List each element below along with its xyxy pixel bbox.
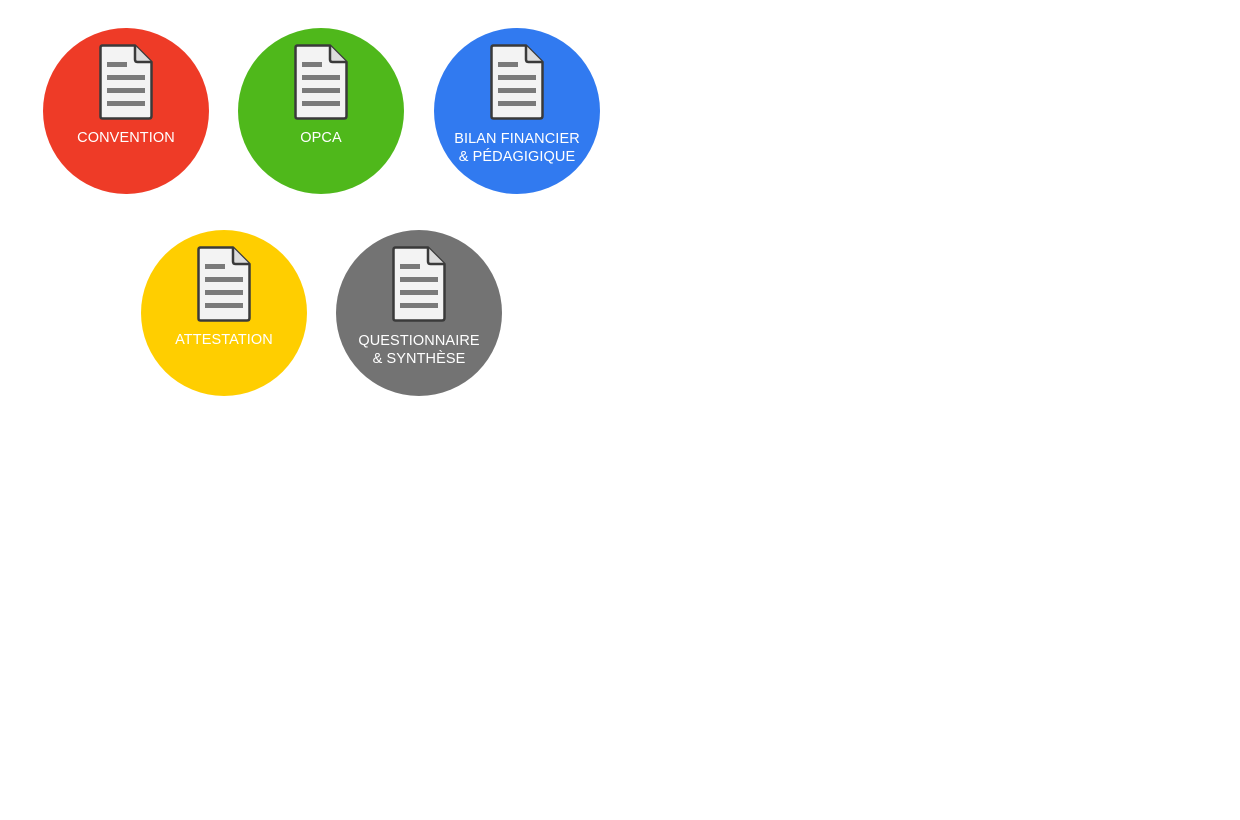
bilan-financier-button[interactable]: BILAN FINANCIER & PÉDAGIGIQUE: [434, 28, 600, 194]
opca-button[interactable]: OPCA: [238, 28, 404, 194]
label-line-1: BILAN FINANCIER: [454, 131, 580, 147]
label-line-1: OPCA: [300, 130, 342, 146]
document-icon: [294, 44, 348, 120]
label-line-1: ATTESTATION: [175, 332, 273, 348]
document-icon: [392, 246, 446, 322]
label-line-1: QUESTIONNAIRE: [358, 333, 480, 349]
document-icon: [490, 44, 544, 120]
convention-label: CONVENTION: [43, 129, 209, 147]
label-line-2: & PÉDAGIGIQUE: [458, 149, 576, 165]
document-icon: [197, 246, 251, 322]
opca-label: OPCA: [238, 129, 404, 147]
label-line-1: CONVENTION: [77, 130, 175, 146]
label-line-2: & SYNTHÈSE: [372, 351, 466, 367]
questionnaire-button[interactable]: QUESTIONNAIRE & SYNTHÈSE: [336, 230, 502, 396]
bilan-financier-label: BILAN FINANCIER & PÉDAGIGIQUE: [434, 130, 600, 166]
questionnaire-label: QUESTIONNAIRE & SYNTHÈSE: [336, 332, 502, 368]
attestation-label: ATTESTATION: [141, 331, 307, 349]
attestation-button[interactable]: ATTESTATION: [141, 230, 307, 396]
document-icon: [99, 44, 153, 120]
convention-button[interactable]: CONVENTION: [43, 28, 209, 194]
